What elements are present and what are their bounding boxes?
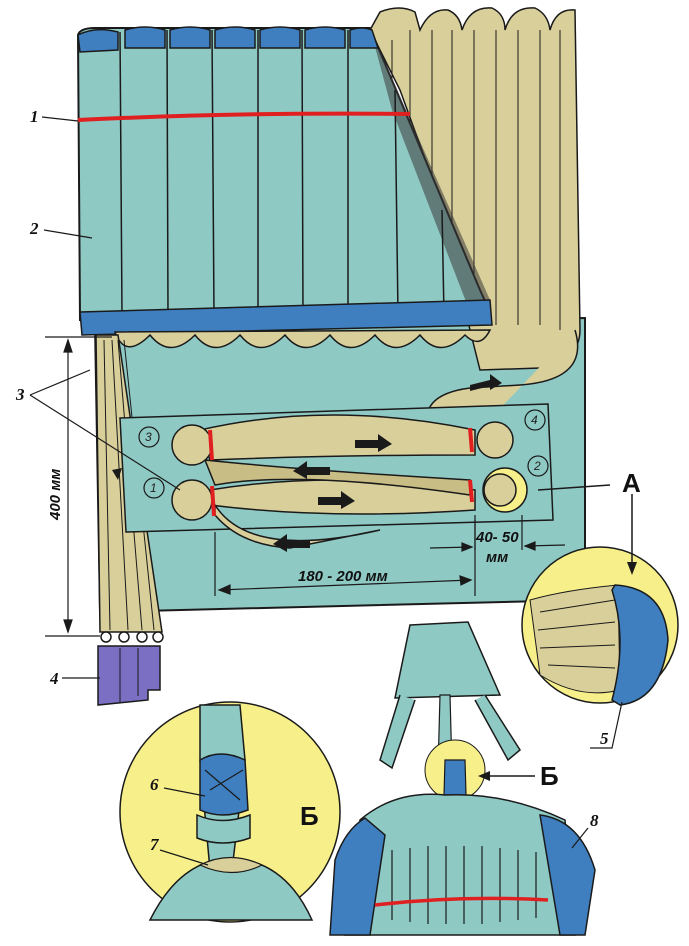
label-3: 3 [15,385,25,404]
packed-parachute [329,621,596,936]
circled-numbers [138,409,549,499]
leader-lines [29,116,623,866]
label-6: 6 [150,775,159,794]
canopy-edge-scallops [113,329,492,349]
rubber-bands [208,427,474,517]
canopy [76,26,493,336]
circled-2: 2 [533,459,541,473]
direction-arrows [273,374,502,552]
dimension-lines [45,336,566,637]
letter-b-inset: Б [300,801,319,831]
label-8: 8 [590,811,599,830]
letter-a: А [622,468,641,498]
circled-1: 1 [150,481,157,495]
pointer-a [537,484,633,565]
line-weights [97,631,164,706]
circled-3: 3 [145,430,152,444]
dim-span: 180 - 200 мм [298,568,388,585]
canopy-tie-band [77,111,411,122]
dim-gap-unit: мм [486,549,508,566]
detail-a [521,546,679,706]
label-7: 7 [150,835,160,854]
letter-b-main: Б [540,761,559,791]
label-4: 4 [49,669,59,688]
dim-height: 400 мм [47,469,64,521]
dim-gap-value: 40- 50 [475,529,519,546]
detail-b-inset [119,701,341,923]
label-2: 2 [29,219,39,238]
label-5: 5 [600,729,609,748]
label-1: 1 [30,107,39,126]
circled-4: 4 [531,413,538,427]
